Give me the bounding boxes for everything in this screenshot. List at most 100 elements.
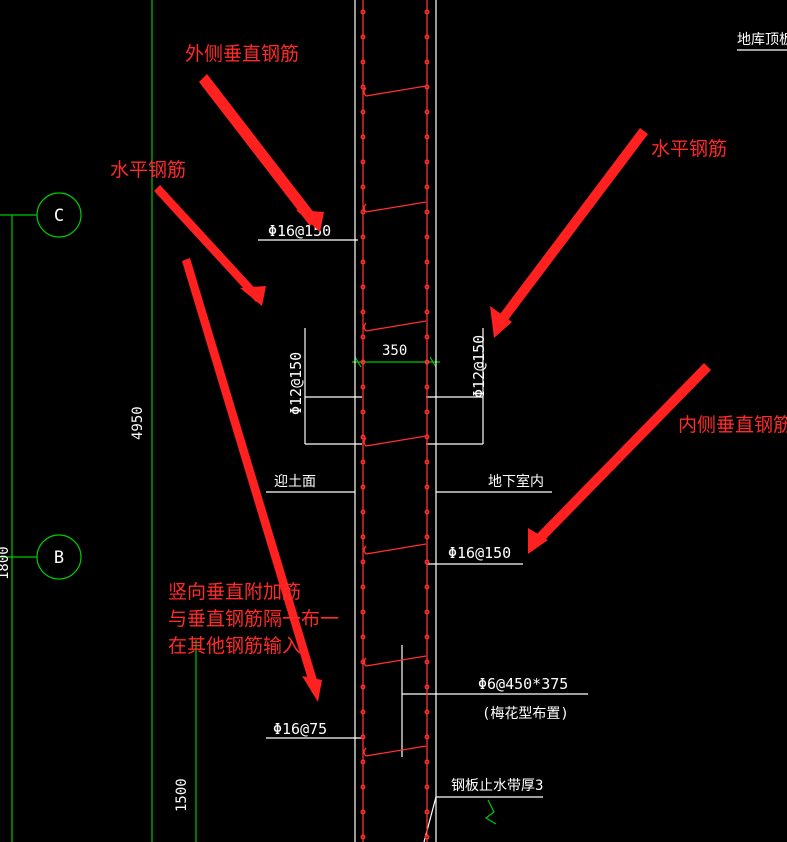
horizontal-rebar-hook [363,543,427,555]
vertical-rebar-dot [424,509,430,515]
vertical-rebar-dot [360,834,366,840]
vertical-rebar-dot [360,84,366,90]
vertical-rebar-dot [424,234,430,240]
horizontal-rebar-hook [363,655,427,667]
vertical-rebar-dot [424,184,430,190]
annotation-horizontal-right: 水平钢筋 [651,138,727,160]
vertical-rebar-dot [360,659,366,665]
cad-texts: 地库顶板标 C B 4950 1800 350 1500 Φ16@150 Φ12… [0,32,787,812]
label-additional-vertical-rebar: Φ16@75 [273,720,327,738]
vertical-rebar-dot [360,34,366,40]
vertical-rebar-dot [424,334,430,340]
wall-outline [258,0,787,842]
annotation-arrows [154,74,711,702]
vertical-rebar-dot [360,559,366,565]
arrow-horizontal-right [494,128,648,328]
vertical-rebar-dot [424,609,430,615]
grid-label-b: B [54,548,64,568]
arrow-additional-vertical [182,258,320,693]
label-right-horizontal-rebar: Φ12@150 [470,335,488,398]
dim-story-height: 4950 [130,406,146,440]
vertical-rebar-dot [360,534,366,540]
vertical-rebar-dot [360,709,366,715]
vertical-rebar-dot [360,584,366,590]
vertical-rebar-dot [360,384,366,390]
vertical-rebar-dot [360,409,366,415]
vertical-rebar-dot [424,284,430,290]
vertical-rebar-dot [424,109,430,115]
vertical-rebar-dot [360,59,366,65]
label-soil-side: 迎土面 [274,474,316,490]
label-waterstop: 钢板止水带厚3 [451,778,543,794]
vertical-rebar-dot [424,734,430,740]
drawing-title: 地库顶板标 [737,32,787,48]
vertical-rebar-dot [360,259,366,265]
grid-label-c: C [54,206,64,226]
vertical-rebar-dot [424,359,430,365]
vertical-rebar-dot [424,259,430,265]
vertical-rebar-dot [424,484,430,490]
vertical-rebar-dot [360,809,366,815]
dim-partial-left: 1800 [0,546,12,580]
label-outer-vertical-rebar: Φ16@150 [268,222,331,240]
vertical-rebar-dot [424,459,430,465]
vertical-rebar-dot [360,234,366,240]
label-tie-note: (梅花型布置) [482,706,569,722]
annotation-outer-vertical: 外侧垂直钢筋 [185,43,299,65]
label-tie-bar: Φ6@450*375 [478,675,568,693]
vertical-rebar-dot [360,9,366,15]
horizontal-rebar-hook [363,201,427,213]
arrowhead-horizontal-right [490,306,512,338]
vertical-rebar-dot [424,134,430,140]
annotation-additional-line3: 在其他钢筋输入 [168,635,301,657]
vertical-rebar-dot [424,384,430,390]
vertical-rebar-dot [360,334,366,340]
vertical-rebar-dot [424,584,430,590]
wall-rebars [360,0,430,842]
label-left-horizontal-rebar: Φ12@150 [287,352,305,415]
label-inner-vertical-rebar: Φ16@150 [448,544,511,562]
vertical-rebar-dot [424,759,430,765]
vertical-rebar-dot [360,109,366,115]
vertical-rebar-dot [424,34,430,40]
vertical-rebar-dot [360,209,366,215]
vertical-rebar-dot [424,409,430,415]
vertical-rebar-dot [424,659,430,665]
arrow-horizontal-left [154,185,262,302]
vertical-rebar-dot [360,509,366,515]
vertical-rebar-dot [360,684,366,690]
annotation-additional-line1: 竖向垂直附加筋 [168,581,301,603]
vertical-rebar-dot [360,459,366,465]
arrow-outer-vertical [199,74,318,226]
horizontal-rebar-hook [363,320,427,332]
vertical-rebar-dot [360,634,366,640]
vertical-rebar-dot [424,84,430,90]
vertical-rebar-dot [360,784,366,790]
vertical-rebar-dot [424,684,430,690]
dim-bottom: 1500 [174,778,190,812]
arrowhead-additional-vertical [302,676,322,702]
vertical-rebar-dot [424,634,430,640]
vertical-rebar-dot [360,434,366,440]
vertical-rebar-dot [424,159,430,165]
vertical-rebar-dot [424,809,430,815]
vertical-rebar-dot [360,159,366,165]
vertical-rebar-dot [424,9,430,15]
arrowhead-horizontal-left [240,286,266,306]
vertical-rebar-dot [424,434,430,440]
annotation-inner-vertical: 内侧垂直钢筋 [678,414,787,436]
annotation-additional-line2: 与垂直钢筋隔一布一 [168,608,339,630]
vertical-rebar-dot [424,834,430,840]
vertical-rebar-dot [360,734,366,740]
vertical-rebar-dot [424,59,430,65]
arrowhead-outer-vertical [296,210,324,232]
vertical-rebar-dot [360,184,366,190]
vertical-rebar-dot [424,209,430,215]
vertical-rebar-dot [360,134,366,140]
vertical-rebar-dot [424,309,430,315]
vertical-rebar-dot [360,484,366,490]
label-interior-side: 地下室内 [488,473,544,490]
vertical-rebar-dot [424,559,430,565]
annotation-horizontal-left: 水平钢筋 [110,159,186,181]
vertical-rebar-dot [360,609,366,615]
